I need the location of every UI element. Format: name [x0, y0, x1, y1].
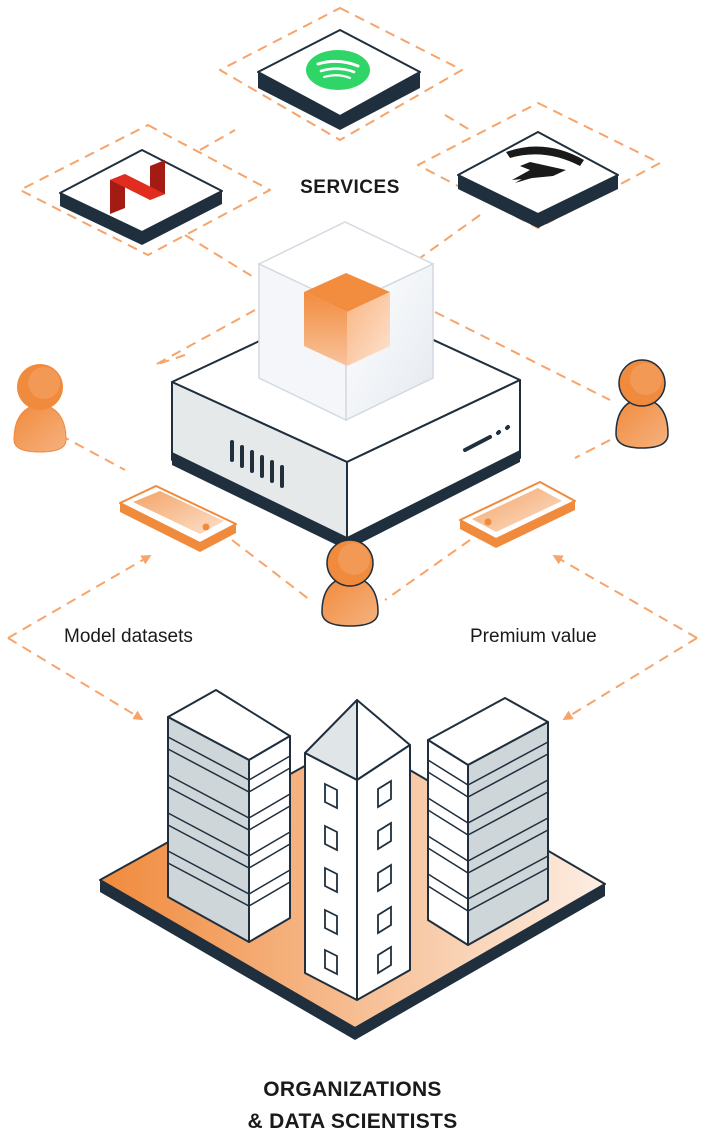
frame-spotify — [219, 7, 463, 141]
arrow-model-datasets-down — [7, 637, 144, 721]
phone-left-icon — [119, 485, 237, 552]
premium-value-label: Premium value — [470, 626, 597, 647]
connection-lines — [59, 114, 611, 601]
person-right-icon — [615, 359, 669, 449]
vent-icon — [230, 440, 284, 488]
services-label: SERVICES — [300, 177, 400, 198]
arrow-model-datasets-up — [7, 554, 152, 639]
building-left — [167, 689, 291, 943]
building-right — [427, 697, 549, 946]
spotify-logo-icon — [306, 50, 370, 90]
spotify-tile[interactable] — [257, 29, 421, 130]
organizations-label-line1: ORGANIZATIONS — [263, 1078, 442, 1101]
glass-cube — [257, 221, 435, 422]
data-cube-icon — [304, 273, 390, 366]
frame-netflix — [19, 124, 271, 256]
tesla-logo-icon — [506, 146, 584, 183]
window-icon — [324, 779, 392, 976]
netflix-logo-icon — [110, 160, 165, 214]
indicator-lights-icon — [463, 425, 510, 452]
arrow-premium-value-down — [562, 637, 698, 721]
organizations-label: ORGANIZATIONS & DATA SCIENTISTS — [150, 1074, 555, 1138]
person-left-icon — [13, 364, 67, 453]
phone-right-icon — [459, 481, 576, 548]
building-tower — [304, 699, 411, 1001]
flow-arrows — [7, 554, 698, 721]
person-center-icon — [321, 539, 379, 627]
model-datasets-label: Model datasets — [64, 626, 193, 647]
tesla-tile[interactable] — [457, 131, 619, 228]
netflix-tile[interactable] — [59, 149, 223, 245]
organizations-label-line2: & DATA SCIENTISTS — [247, 1110, 458, 1133]
